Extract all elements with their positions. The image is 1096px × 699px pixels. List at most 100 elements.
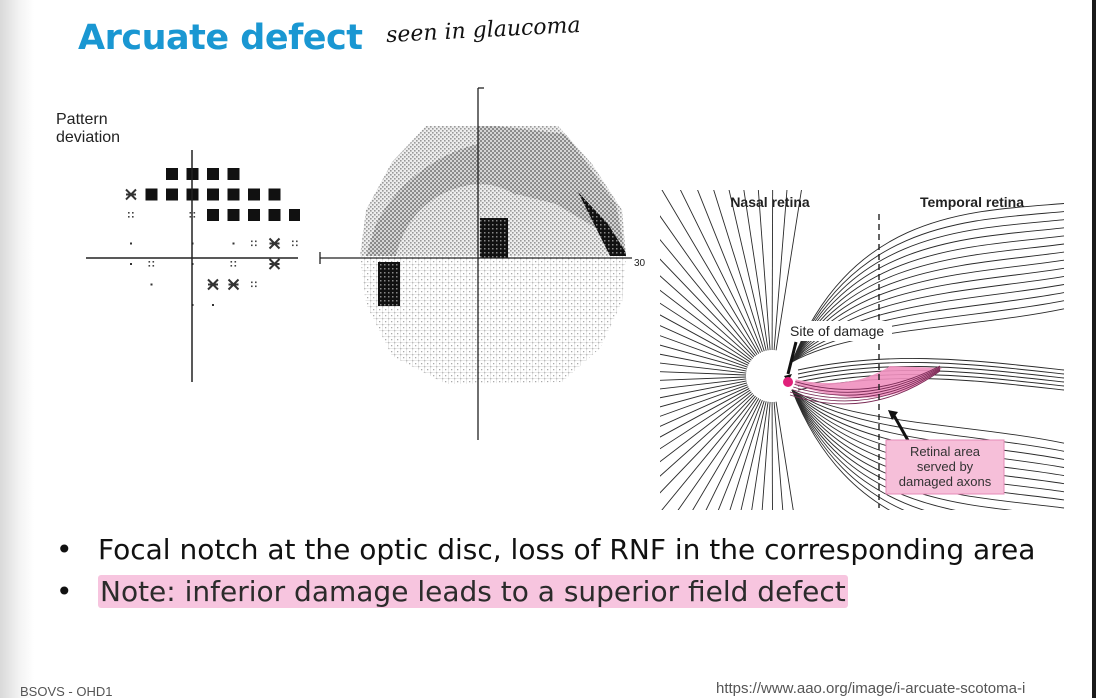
deviation-black-square bbox=[207, 188, 219, 201]
nerve-fiber bbox=[692, 398, 760, 510]
nerve-fiber bbox=[660, 314, 750, 364]
nerve-fiber bbox=[661, 190, 760, 354]
deviation-dotted-mark bbox=[128, 212, 130, 214]
deviation-black-square bbox=[227, 188, 240, 201]
nerve-fiber bbox=[791, 389, 956, 510]
nerve-fiber bbox=[729, 400, 765, 510]
nerve-fiber bbox=[660, 289, 752, 361]
deviation-dotted-mark bbox=[292, 244, 294, 247]
nerve-fiber bbox=[660, 302, 751, 363]
retinal-area-label-line-3: damaged axons bbox=[899, 474, 992, 489]
highlighted-bullet-text: Note: inferior damage leads to a superio… bbox=[98, 575, 848, 608]
deviation-point bbox=[232, 242, 235, 245]
deviation-dotted-mark bbox=[255, 285, 257, 288]
nerve-fiber bbox=[791, 203, 1065, 363]
nerve-fiber bbox=[660, 386, 749, 427]
nerve-fiber bbox=[743, 190, 769, 351]
nerve-fiber bbox=[717, 399, 763, 510]
nerve-fiber bbox=[791, 300, 1065, 363]
nerve-fiber bbox=[660, 362, 747, 374]
temporal-retina-label: Temporal retina bbox=[920, 194, 1024, 210]
damaged-nerve-fiber bbox=[789, 367, 941, 396]
nerve-fiber bbox=[713, 190, 765, 352]
nerve-fiber bbox=[797, 366, 1065, 379]
nerve-fiber bbox=[660, 378, 747, 390]
nerve-fiber bbox=[660, 394, 755, 494]
deviation-dotted-mark bbox=[128, 216, 130, 218]
deviation-black-square bbox=[207, 209, 219, 221]
deviation-black-square bbox=[166, 168, 178, 180]
deviation-dotted-mark bbox=[234, 261, 237, 263]
deviation-dotted-mark bbox=[152, 261, 155, 263]
greyscale-plot: 30 bbox=[319, 87, 646, 440]
nerve-fiber bbox=[660, 258, 755, 358]
deviation-dotted-mark bbox=[255, 244, 257, 247]
retina-diagram: Nasal retina Temporal retina Site of dam… bbox=[660, 190, 1065, 510]
deviation-black-square bbox=[289, 209, 300, 221]
nerve-fiber bbox=[757, 190, 771, 351]
bullet-text: Focal notch at the optic disc, loss of R… bbox=[98, 533, 1036, 566]
deviation-point bbox=[130, 263, 132, 265]
deviation-dotted-mark bbox=[255, 281, 257, 284]
deviation-dotted-mark bbox=[230, 265, 233, 267]
nerve-fiber bbox=[791, 284, 1065, 363]
deviation-dotted-mark bbox=[296, 240, 298, 243]
damage-marker bbox=[783, 377, 793, 387]
damaged-nerve-fiber bbox=[789, 366, 941, 393]
footer-course-code: BSOVS - OHD1 bbox=[20, 684, 113, 699]
nerve-fiber bbox=[740, 401, 767, 510]
nerve-fiber bbox=[660, 388, 750, 438]
deviation-point bbox=[130, 242, 132, 245]
deviation-dotted-mark bbox=[292, 240, 294, 243]
nerve-fiber bbox=[791, 389, 1065, 460]
page-edge-right bbox=[1092, 0, 1096, 698]
deviation-point bbox=[150, 283, 153, 286]
deviation-dotted-mark bbox=[234, 265, 237, 267]
deviation-dotted-mark bbox=[132, 216, 134, 218]
deviation-hatched-mark bbox=[125, 188, 137, 201]
nerve-fiber bbox=[660, 382, 748, 408]
deviation-black-square bbox=[268, 209, 281, 221]
nerve-fiber bbox=[761, 401, 771, 510]
nerve-fiber bbox=[660, 376, 747, 381]
slide-title: Arcuate defect bbox=[78, 18, 363, 58]
deviation-dotted-mark bbox=[148, 261, 151, 263]
damaged-nerve-fiber bbox=[789, 369, 941, 402]
nerve-fiber bbox=[660, 215, 758, 355]
nerve-fiber bbox=[771, 190, 774, 351]
nerve-fiber bbox=[791, 308, 1065, 363]
bullet-item: Focal notch at the optic disc, loss of R… bbox=[56, 530, 1035, 572]
nerve-fiber bbox=[660, 335, 748, 368]
nerve-fiber bbox=[797, 362, 1065, 375]
deviation-black-square bbox=[248, 209, 260, 221]
axis-tick-label: 30 bbox=[634, 258, 646, 269]
nerve-fiber bbox=[775, 190, 802, 351]
retinal-area-label-line-2: served by bbox=[917, 459, 974, 474]
nerve-fiber bbox=[791, 227, 1065, 363]
nerve-fiber bbox=[677, 397, 758, 510]
nerve-fiber bbox=[679, 190, 761, 353]
pattern-deviation-plot bbox=[86, 150, 300, 382]
nerve-fiber bbox=[660, 392, 753, 477]
nerve-fiber bbox=[660, 325, 749, 366]
pattern-deviation-label: Pattern deviation bbox=[56, 111, 121, 146]
nerve-fiber bbox=[791, 292, 1065, 363]
deviation-dotted-mark bbox=[148, 265, 151, 267]
deviation-hatched-mark bbox=[268, 258, 281, 270]
greyscale-fill bbox=[360, 126, 626, 384]
retinal-area-label-line-1: Retinal area bbox=[910, 444, 981, 459]
damage-pointer bbox=[786, 341, 798, 375]
nerve-fiber bbox=[705, 399, 761, 510]
deviation-black-square bbox=[145, 188, 158, 201]
deviation-black-square bbox=[268, 188, 281, 201]
deviation-black-square bbox=[227, 209, 240, 221]
nerve-fiber bbox=[660, 371, 747, 376]
nerve-fiber bbox=[791, 389, 891, 510]
retinal-area-label-box bbox=[885, 439, 1005, 495]
deviation-dotted-mark bbox=[189, 216, 192, 218]
deviation-dotted-mark bbox=[255, 240, 257, 243]
nerve-fiber bbox=[771, 401, 773, 510]
deviation-point bbox=[212, 304, 214, 306]
bullet-list: Focal notch at the optic disc, loss of R… bbox=[56, 530, 1035, 614]
nerve-fiber bbox=[660, 391, 752, 463]
